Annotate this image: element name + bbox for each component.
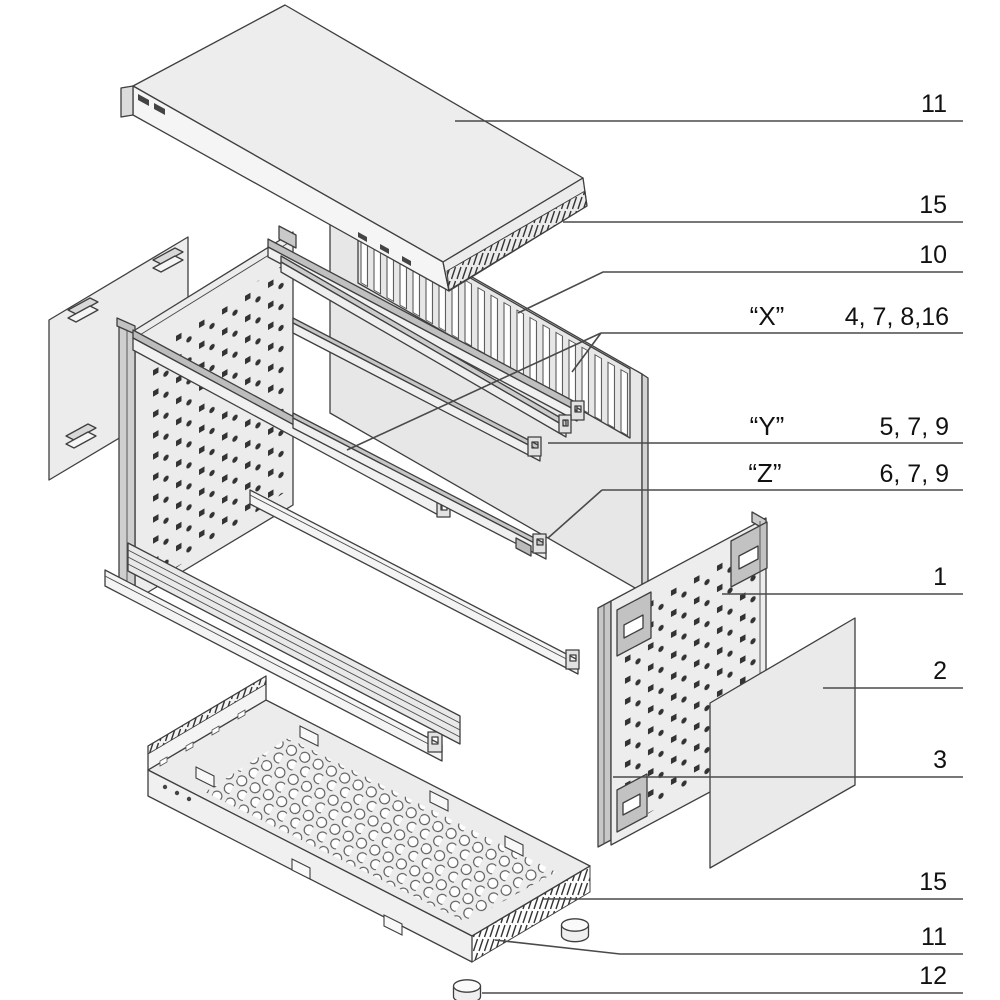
mounting-bracket-icon (616, 521, 768, 833)
loose-rail-lower (104, 569, 443, 762)
callout-label: 12 (919, 962, 947, 990)
plate-clips (195, 725, 524, 936)
callout-y-rail: “Y” 5, 7, 9 (548, 411, 963, 444)
callout-label: 11 (921, 923, 947, 951)
perforation-bottom (205, 738, 556, 922)
blank-front-panel (709, 617, 856, 869)
perforation-left (150, 264, 285, 586)
top-cover-plate (120, 4, 588, 292)
horizontal-rail-top-rear-b (280, 255, 572, 438)
callout-label: 3 (933, 746, 947, 774)
front-flange-holes (162, 784, 192, 802)
callouts: 11 15 10 “X” 4, 7, 8,16 “Y” 5, 7, 9 “Z” … (346, 90, 963, 994)
bottom-cover-plate (147, 675, 591, 963)
callout-label: 1 (933, 563, 947, 591)
callout-side-panel: 1 (722, 563, 963, 595)
bottom-front-extrusion (127, 542, 461, 745)
cover-vent-slits (358, 232, 411, 266)
callout-corner-profile: 3 (613, 746, 963, 778)
loose-rail-upper (249, 489, 580, 675)
perforated-side-panel-left (116, 225, 297, 601)
emc-contact-strip-top (446, 190, 588, 291)
horizontal-rail-middle (292, 317, 542, 462)
corner-extrusion-profile (597, 600, 612, 848)
callout-label: 5, 7, 9 (880, 413, 950, 441)
callout-emc-top: 15 (563, 191, 963, 223)
position-ref-y: “Y” (750, 411, 785, 441)
callout-label: 15 (919, 191, 947, 219)
callout-rear-panel: 10 (517, 241, 963, 314)
callout-label: 10 (919, 241, 947, 269)
flange-slots (159, 709, 246, 767)
callout-foot: 12 (482, 962, 963, 994)
callout-emc-bottom: 15 (543, 868, 963, 900)
horizontal-rail-top-rear-a (267, 238, 585, 422)
callout-label: 11 (921, 90, 947, 118)
callout-top-cover: 11 (455, 90, 963, 122)
horizontal-rail-bottom-rear (292, 412, 547, 560)
callout-x-rails: “X” 4, 7, 8,16 (346, 301, 963, 451)
callout-front-panel: 2 (823, 657, 963, 689)
callout-label: 4, 7, 8,16 (845, 303, 949, 331)
position-ref-x: “X” (750, 301, 785, 331)
foot-rear (560, 918, 590, 943)
callout-label: 2 (933, 657, 947, 685)
position-ref-z: “Z” (748, 458, 781, 488)
cover-corner-fold (120, 85, 165, 118)
foot-front (452, 979, 482, 1000)
callout-z-rail: “Z” 6, 7, 9 (547, 458, 963, 539)
callout-label: 15 (919, 868, 947, 896)
callout-bottom-cover: 11 (494, 923, 963, 955)
callout-label: 6, 7, 9 (880, 460, 950, 488)
